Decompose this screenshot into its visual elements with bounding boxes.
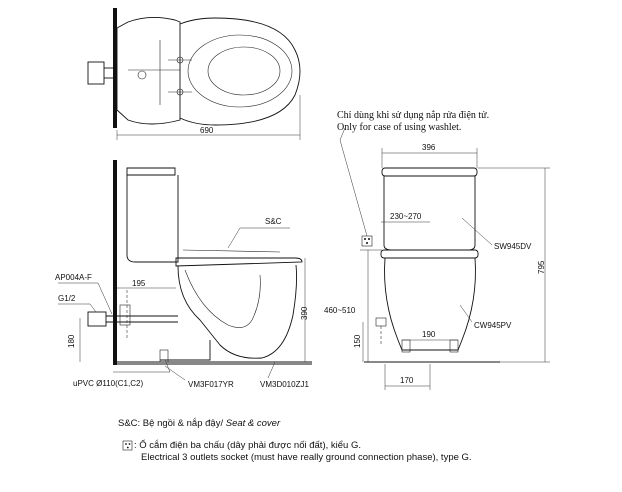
top-valve [87,61,105,85]
top-tank-outline [116,17,181,125]
side-valve [87,311,107,327]
dim-front-150: 150 [353,334,362,348]
label-vm3f017yr: VM3F017YR [188,380,234,389]
dim-front-396: 396 [422,143,436,152]
side-flange [159,349,169,363]
socket-symbol-icon [361,235,373,247]
legend-socket-vi-row: : Ổ cắm điện ba chấu (dây phải được nối … [134,440,361,451]
washlet-note-en: Only for case of using washlet. [337,122,462,133]
top-view: 690 [87,8,301,140]
dim-front-460: 460~510 [324,306,356,315]
dim-side-180: 180 [67,334,76,348]
front-tank-lid [381,167,478,177]
top-wall [113,8,117,128]
top-seat [187,34,293,108]
side-wall [113,160,117,365]
legend-seat-vi: S&C: Bệ ngồi & nắp đậy/ [118,418,224,429]
dim-side-195: 195 [132,279,146,288]
legend-seat: S&C: Bệ ngồi & nắp đậy/ Seat & cover [118,418,280,429]
side-view: 195 390 180 S&C AP004A-F G1/2 uPVC Ø110(… [55,160,312,389]
side-tank [126,175,179,263]
legend-socket-icon [122,440,133,451]
front-bowl [384,257,476,351]
dim-front-190: 190 [422,330,436,339]
label-ap004a: AP004A-F [55,273,92,282]
label-g12: G1/2 [58,294,76,303]
legend-socket-en: Electrical 3 outlets socket (must have r… [141,452,472,463]
label-cw945pv: CW945PV [474,321,512,330]
side-seat [175,257,303,267]
legend-socket-vi: Ổ cắm điện ba chấu (dây phải được nối đấ… [139,440,361,451]
label-upvc: uPVC Ø110(C1,C2) [73,379,143,388]
side-tank-lid [126,167,176,176]
dim-side-390: 390 [300,306,309,320]
legend-socket-marker: : [134,440,137,451]
dim-front-230: 230~270 [390,212,422,221]
front-view: 396 230~270 795 460~510 190 150 170 SW94… [324,127,550,390]
dim-front-795: 795 [537,260,546,274]
label-vm3d010zj1: VM3D010ZJ1 [260,380,309,389]
label-sc: S&C [265,217,282,226]
top-bowl-outline [179,17,301,126]
top-bowl-opening [207,46,281,96]
washlet-note-vi: Chỉ dùng khi sử dụng nắp rửa điện tử. [337,110,490,121]
legend-seat-en: Seat & cover [223,418,281,429]
dim-front-170: 170 [400,376,414,385]
side-bowl [177,264,298,359]
dim-top-width: 690 [200,126,214,135]
label-sw945dv: SW945DV [494,242,532,251]
front-seat [380,249,479,259]
